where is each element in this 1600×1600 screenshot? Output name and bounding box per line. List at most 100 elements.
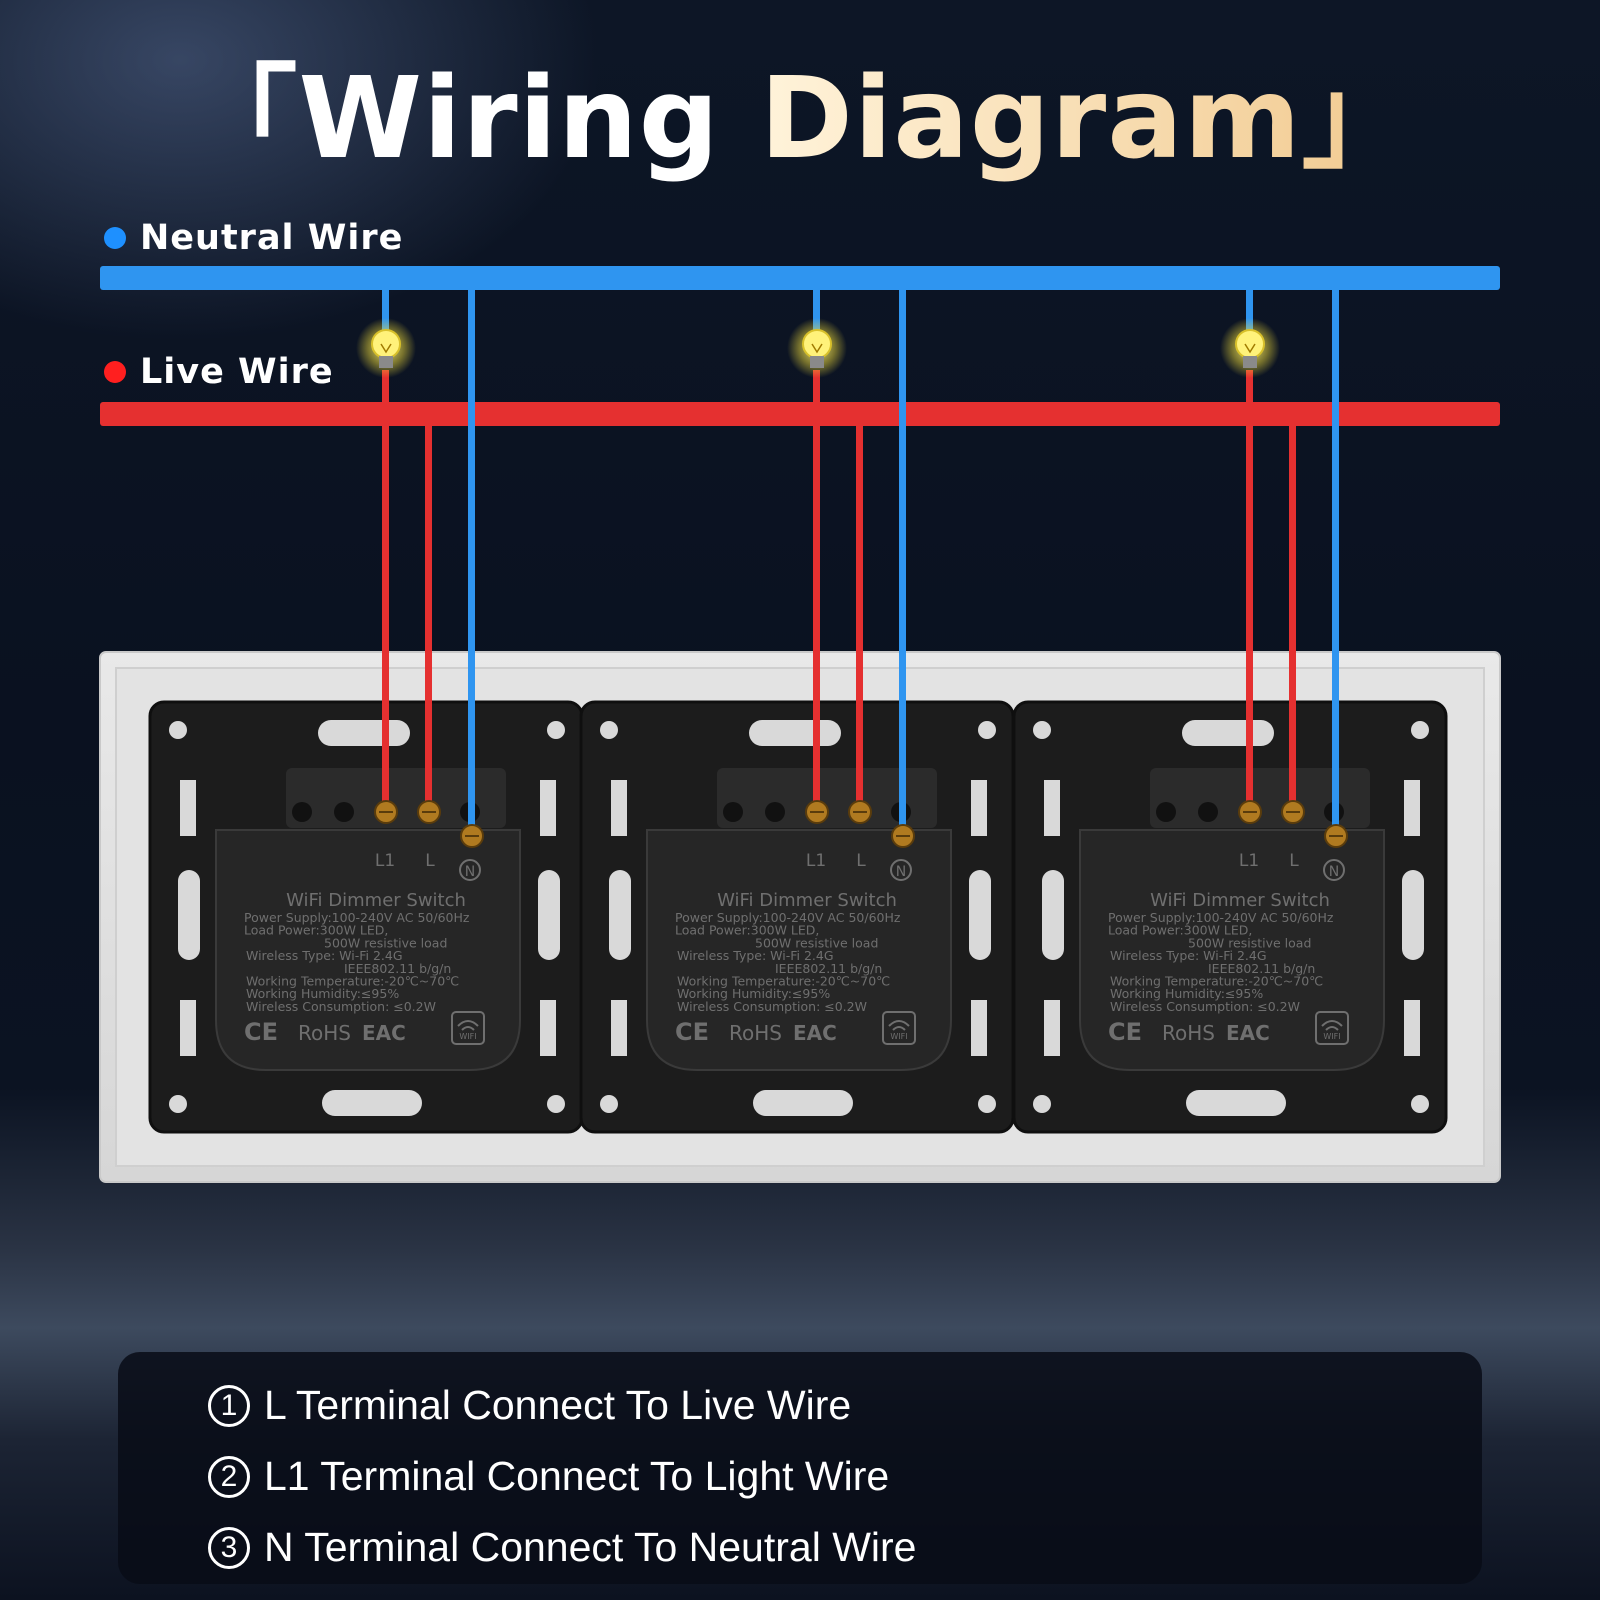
bottom-slot xyxy=(1186,1090,1286,1116)
rohs-mark: RoHS xyxy=(1162,1021,1215,1045)
module-spec: 500W resistive load xyxy=(324,935,447,950)
live-wire-drop xyxy=(425,426,432,812)
module-spec: Wireless Consumption: ≤0.2W xyxy=(677,999,867,1014)
eac-mark: EAC xyxy=(1226,1021,1270,1045)
note-text-2: L1 Terminal Connect To Light Wire xyxy=(264,1453,890,1499)
note-text-3: N Terminal Connect To Neutral Wire xyxy=(264,1524,917,1570)
bottom-slot xyxy=(322,1090,422,1116)
terminal-n-circle xyxy=(1323,859,1345,881)
terminal-label-l1: L1 xyxy=(1239,851,1259,871)
neutral-bus-wire xyxy=(100,266,1500,290)
module-spec: IEEE802.11 b/g/n xyxy=(344,961,451,976)
live-bus-wire xyxy=(100,402,1500,426)
eac-mark: EAC xyxy=(793,1021,837,1045)
wifi-mark-box xyxy=(451,1011,485,1045)
eac-mark: EAC xyxy=(362,1021,406,1045)
terminal-label-n: N xyxy=(1329,864,1339,880)
wifi-icon xyxy=(1321,1020,1343,1027)
neutral-wire-label: Neutral Wire xyxy=(140,218,404,258)
right-slot xyxy=(538,870,560,960)
right-notch xyxy=(540,1000,556,1056)
terminal-n-circle xyxy=(459,859,481,881)
bulb-base xyxy=(379,356,393,368)
ce-mark: CE xyxy=(244,1018,278,1046)
module-spec: Working Humidity:≤95% xyxy=(1110,986,1263,1001)
note-text-1: L Terminal Connect To Live Wire xyxy=(264,1382,852,1428)
ce-mark: CE xyxy=(675,1018,709,1046)
wifi-mark: WIFI xyxy=(1323,1032,1340,1041)
terminal-label-l: L xyxy=(425,851,435,871)
wifi-icon xyxy=(892,1026,906,1031)
right-notch xyxy=(971,780,987,836)
note-number-3: 3 xyxy=(208,1526,250,1569)
screw-hole xyxy=(547,721,565,739)
terminal-label-l: L xyxy=(856,851,866,871)
module-spec: IEEE802.11 b/g/n xyxy=(775,961,882,976)
wifi-mark: WIFI xyxy=(890,1032,907,1041)
wifi-icon xyxy=(461,1026,475,1031)
live-wire-legend: Live Wire xyxy=(104,352,334,392)
terminal-hole xyxy=(723,802,743,822)
wifi-mark-box xyxy=(1315,1011,1349,1045)
right-notch xyxy=(1404,780,1420,836)
terminal-n-circle xyxy=(890,859,912,881)
right-notch xyxy=(1404,1000,1420,1056)
note-2: 2 L1 Terminal Connect To Light Wire xyxy=(208,1453,889,1500)
wifi-icon xyxy=(1325,1026,1339,1031)
title-left: 「Wiring xyxy=(185,54,720,184)
right-notch xyxy=(971,1000,987,1056)
module-spec: Wireless Consumption: ≤0.2W xyxy=(1110,999,1300,1014)
terminal-label-l1: L1 xyxy=(806,851,826,871)
module-spec: 500W resistive load xyxy=(1188,935,1311,950)
left-notch xyxy=(180,780,196,836)
module-spec: Power Supply:100-240V AC 50/60Hz xyxy=(675,910,901,925)
live-wire-drop xyxy=(856,426,863,812)
left-notch xyxy=(1044,1000,1060,1056)
screw-hole xyxy=(600,721,618,739)
terminal-label-n: N xyxy=(465,864,475,880)
module-spec: Load Power:300W LED, xyxy=(244,923,388,938)
note-number-2: 2 xyxy=(208,1455,250,1498)
light-wire xyxy=(382,370,389,812)
wifi-mark: WIFI xyxy=(459,1032,476,1041)
wifi-mark-box xyxy=(882,1011,916,1045)
bulb-filament xyxy=(811,343,823,354)
bulb-icon xyxy=(1235,329,1265,359)
terminal-hole xyxy=(1156,802,1176,822)
module-spec: IEEE802.11 b/g/n xyxy=(1208,961,1315,976)
bulb-neutral-wire xyxy=(1246,290,1253,330)
bulb-icon xyxy=(802,329,832,359)
top-slot xyxy=(318,720,410,746)
module-spec: Wireless Type: Wi-Fi 2.4G xyxy=(677,948,834,963)
module-name: WiFi Dimmer Switch xyxy=(1150,890,1330,911)
module-spec: Load Power:300W LED, xyxy=(1108,923,1252,938)
bulb-base xyxy=(1243,356,1257,368)
module-spec: Working Temperature:-20℃~70℃ xyxy=(1110,974,1323,989)
bottom-slot xyxy=(753,1090,853,1116)
neutral-wire-drop xyxy=(899,290,906,830)
bulb-filament xyxy=(380,343,392,354)
bulb-neutral-wire xyxy=(382,290,389,330)
screw-hole xyxy=(547,1095,565,1113)
screw-hole xyxy=(1033,721,1051,739)
title-right: Diagram」 xyxy=(759,54,1415,184)
screw-hole xyxy=(978,721,996,739)
switch-body xyxy=(646,829,952,1071)
module-spec: Power Supply:100-240V AC 50/60Hz xyxy=(1108,910,1334,925)
bulb-neutral-wire xyxy=(813,290,820,330)
terminal-label-l1: L1 xyxy=(375,851,395,871)
terminal-hole xyxy=(1198,802,1218,822)
right-notch xyxy=(540,780,556,836)
light-wire xyxy=(1246,370,1253,812)
module-spec: 500W resistive load xyxy=(755,935,878,950)
top-slot xyxy=(749,720,841,746)
ce-mark: CE xyxy=(1108,1018,1142,1046)
left-notch xyxy=(611,1000,627,1056)
module-spec: Load Power:300W LED, xyxy=(675,923,819,938)
left-slot xyxy=(609,870,631,960)
screw-hole xyxy=(600,1095,618,1113)
module-spec: Working Humidity:≤95% xyxy=(677,986,830,1001)
module-name: WiFi Dimmer Switch xyxy=(717,890,897,911)
